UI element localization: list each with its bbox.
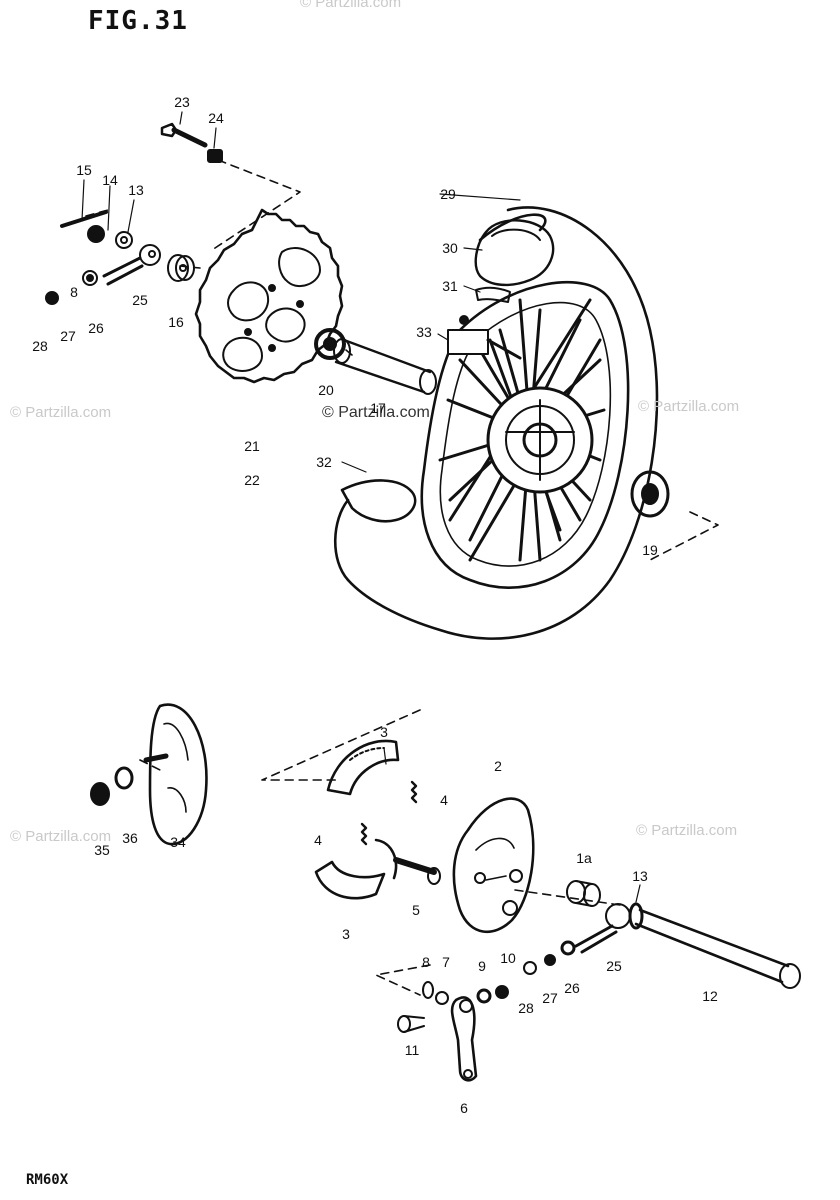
watermark: © Partzilla.com <box>300 0 402 11</box>
hub-icon <box>486 386 594 494</box>
assembly-lines <box>85 159 719 996</box>
washer-9-icon <box>476 988 492 1004</box>
callout-27-right: 27 <box>542 990 558 1006</box>
callout-15: 15 <box>76 162 92 178</box>
tire-icon <box>333 206 659 640</box>
nut-8-icon <box>45 291 59 305</box>
rim-lock-33-icon <box>447 315 522 360</box>
bolt-23-icon <box>160 122 208 148</box>
callout-9: 9 <box>478 958 486 974</box>
brake-shoe-3-upper-icon <box>326 739 400 796</box>
washer-13-icon <box>115 231 133 249</box>
callout-24: 24 <box>208 110 224 126</box>
washer-13-right-icon <box>628 902 644 930</box>
callout-20: 20 <box>318 382 334 398</box>
brake-panel-2-icon <box>452 797 535 934</box>
washer-26-right-icon <box>560 940 576 956</box>
callout-26-right: 26 <box>564 980 580 996</box>
sprocket-21-icon <box>194 208 344 384</box>
nut-10-icon <box>495 985 509 999</box>
callout-26: 26 <box>88 320 104 336</box>
callout-5: 5 <box>412 902 420 918</box>
nut-14-icon <box>87 225 105 243</box>
callout-22: 22 <box>244 472 260 488</box>
watermark: © Partzilla.com <box>636 822 738 839</box>
nut-27-right-icon <box>544 954 556 966</box>
brake-cam-5-icon <box>393 857 441 885</box>
callout-17: 17 <box>370 400 386 416</box>
callout-8: 8 <box>70 284 78 300</box>
washer-36-icon <box>114 766 134 790</box>
nut-24-icon <box>207 149 223 163</box>
callout-2: 2 <box>494 758 502 774</box>
model-code: RM60X <box>26 1172 69 1188</box>
spring-4-upper-icon <box>410 780 418 804</box>
callout-30: 30 <box>442 240 458 256</box>
callout-12: 12 <box>702 988 718 1004</box>
bearing-20-icon <box>314 328 346 360</box>
callout-33: 33 <box>416 324 432 340</box>
callout-23: 23 <box>174 94 190 110</box>
callout-3-lower: 3 <box>342 926 350 942</box>
rim-band-31-icon <box>475 286 511 303</box>
callout-21: 21 <box>244 438 260 454</box>
callout-31: 31 <box>442 278 458 294</box>
bolt-15-icon <box>60 210 108 228</box>
callout-25: 25 <box>132 292 148 308</box>
nut-28-right-icon <box>523 961 537 975</box>
callout-10: 10 <box>500 950 516 966</box>
callout-35: 35 <box>94 842 110 858</box>
callout-13-right: 13 <box>632 868 648 884</box>
callout-34: 34 <box>170 834 186 850</box>
callout-14: 14 <box>102 172 118 188</box>
brake-arm-6-icon <box>450 996 478 1082</box>
callout-7: 7 <box>442 954 450 970</box>
callout-28-right: 28 <box>518 1000 534 1016</box>
label-leaders <box>81 111 641 903</box>
watermark: © Partzilla.com <box>10 404 112 421</box>
brake-cover-34-icon <box>143 703 208 846</box>
figure-title: FIG.31 <box>88 6 188 36</box>
callout-25-right: 25 <box>606 958 622 974</box>
washer-26-icon <box>82 270 98 286</box>
spring-4-lower-icon <box>360 822 368 846</box>
watermark: © Partzilla.com <box>10 828 112 845</box>
nut-8-lower-icon <box>422 981 434 999</box>
tube-30-icon <box>474 219 555 287</box>
chain-adjuster-25-icon <box>102 244 161 286</box>
callout-27: 27 <box>60 328 76 344</box>
chain-adjuster-25-right-icon <box>574 903 631 954</box>
spacer-16-icon <box>167 254 195 282</box>
callout-36: 36 <box>122 830 138 846</box>
callout-32: 32 <box>316 454 332 470</box>
callout-4-lower: 4 <box>314 832 322 848</box>
spacer-1a-icon <box>566 880 601 907</box>
rim-tape-32-icon <box>340 479 417 523</box>
callout-3-upper: 3 <box>380 724 388 740</box>
callout-11: 11 <box>404 1042 420 1058</box>
axle-12-icon <box>634 908 801 989</box>
bearing-19-icon <box>630 470 670 518</box>
callout-4-upper: 4 <box>440 792 448 808</box>
watermark: © Partzilla.com <box>322 404 430 421</box>
nut-35-icon <box>90 782 110 806</box>
bolt-11-icon <box>397 1015 425 1033</box>
washer-7-icon <box>435 991 449 1005</box>
brake-shoe-3-lower-icon <box>314 838 398 900</box>
callout-19: 19 <box>642 542 658 558</box>
watermark: © Partzilla.com <box>638 398 740 415</box>
callout-8-lower: 8 <box>422 954 430 970</box>
callout-16: 16 <box>168 314 184 330</box>
callout-1a: 1a <box>576 850 592 866</box>
callout-28: 28 <box>32 338 48 354</box>
callout-29: 29 <box>440 186 456 202</box>
spacer-17-icon <box>333 338 437 395</box>
callout-6: 6 <box>460 1100 468 1116</box>
callout-13: 13 <box>128 182 144 198</box>
